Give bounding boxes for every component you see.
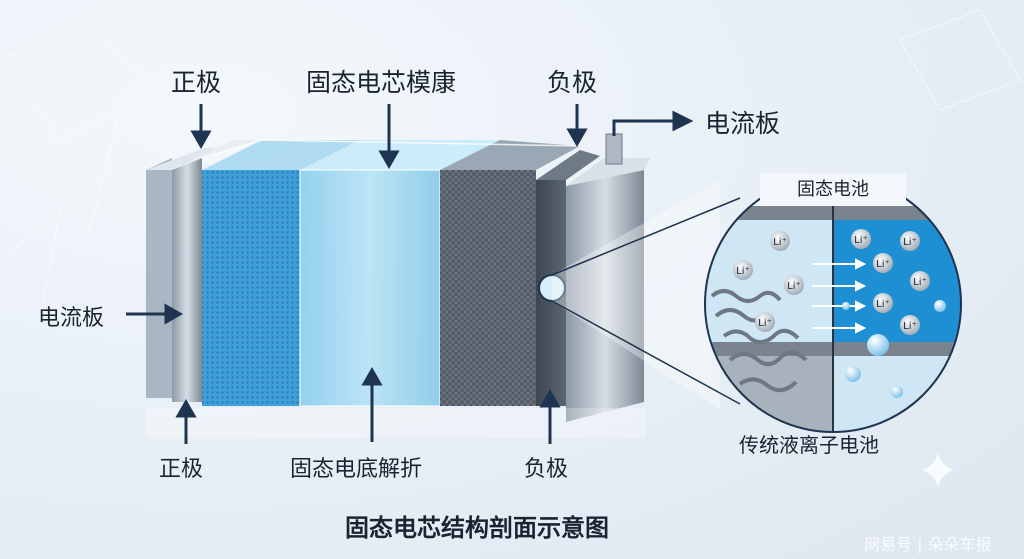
- magnifier-cone: [552, 180, 720, 410]
- ion: Li⁺: [873, 293, 893, 313]
- ion: Li⁺: [755, 312, 775, 332]
- ions: Li⁺ Li⁺ Li⁺ Li⁺ Li⁺ Li⁺ Li⁺ Li⁺ Li⁺ Li⁺: [733, 229, 930, 335]
- cathode-layer: [202, 170, 300, 406]
- callout-arrows: [126, 104, 694, 444]
- ion: Li⁺: [900, 231, 920, 251]
- arrow-down-icon: [190, 104, 212, 150]
- positive-plate: [172, 158, 202, 402]
- label-top-module: 固态电芯模康: [306, 68, 457, 97]
- label-top-positive: 正极: [171, 68, 222, 97]
- solid-electrolyte: [300, 170, 440, 406]
- inset-detail: [705, 176, 961, 432]
- anode-layer: [440, 170, 536, 406]
- label-inset-caption: 传统液离子电池: [739, 433, 879, 457]
- svg-text:Li⁺: Li⁺: [903, 237, 917, 248]
- diagram-caption: 固态电芯结构剖面示意图: [345, 514, 609, 542]
- arrow-up-icon: [361, 366, 383, 442]
- svg-text:Li⁺: Li⁺: [913, 277, 927, 288]
- ion-flow-arrows: [812, 258, 867, 334]
- svg-text:Li⁺: Li⁺: [903, 321, 917, 332]
- ion: Li⁺: [784, 275, 804, 295]
- arrow-down-icon: [378, 104, 400, 170]
- background-network: [0, 9, 1021, 321]
- sparkle-icon: [922, 452, 954, 488]
- label-bottom-positive: 正极: [159, 457, 204, 482]
- arrow-right-icon: [126, 303, 184, 325]
- collector-tab: [605, 133, 623, 165]
- arrow-down-icon: [566, 104, 588, 148]
- label-bottom-electrolyte: 固态电底解折: [290, 457, 423, 482]
- label-top-negative: 负极: [547, 68, 598, 97]
- label-top-collector: 电流板: [705, 109, 781, 138]
- ion: Li⁺: [910, 271, 930, 291]
- watermark: 网易号 | 朵朵车报: [864, 535, 992, 554]
- inset-title: 固态电池: [797, 179, 869, 200]
- svg-text:Li⁺: Li⁺: [758, 318, 772, 329]
- ion: Li⁺: [851, 229, 871, 249]
- svg-text:Li⁺: Li⁺: [787, 281, 801, 292]
- label-bottom-negative: 负极: [524, 457, 569, 482]
- svg-text:Li⁺: Li⁺: [876, 259, 890, 270]
- svg-text:Li⁺: Li⁺: [854, 235, 868, 246]
- electrolyte-droplets: [842, 300, 946, 398]
- arrow-right-icon: [612, 110, 694, 136]
- svg-text:Li⁺: Li⁺: [773, 237, 787, 248]
- arrow-up-icon: [175, 398, 197, 444]
- right-collector-plate: [566, 170, 644, 422]
- svg-text:Li⁺: Li⁺: [876, 299, 890, 310]
- arrow-up-icon: [539, 388, 561, 444]
- ion: Li⁺: [900, 315, 920, 335]
- ion: Li⁺: [770, 231, 790, 251]
- battery-cell: [146, 133, 650, 438]
- svg-text:Li⁺: Li⁺: [736, 266, 750, 277]
- ion: Li⁺: [733, 260, 753, 280]
- ion: Li⁺: [873, 253, 893, 273]
- inset-title-bg: [760, 173, 906, 203]
- label-left-collector: 电流板: [38, 306, 105, 331]
- left-collector-plate: [146, 158, 172, 398]
